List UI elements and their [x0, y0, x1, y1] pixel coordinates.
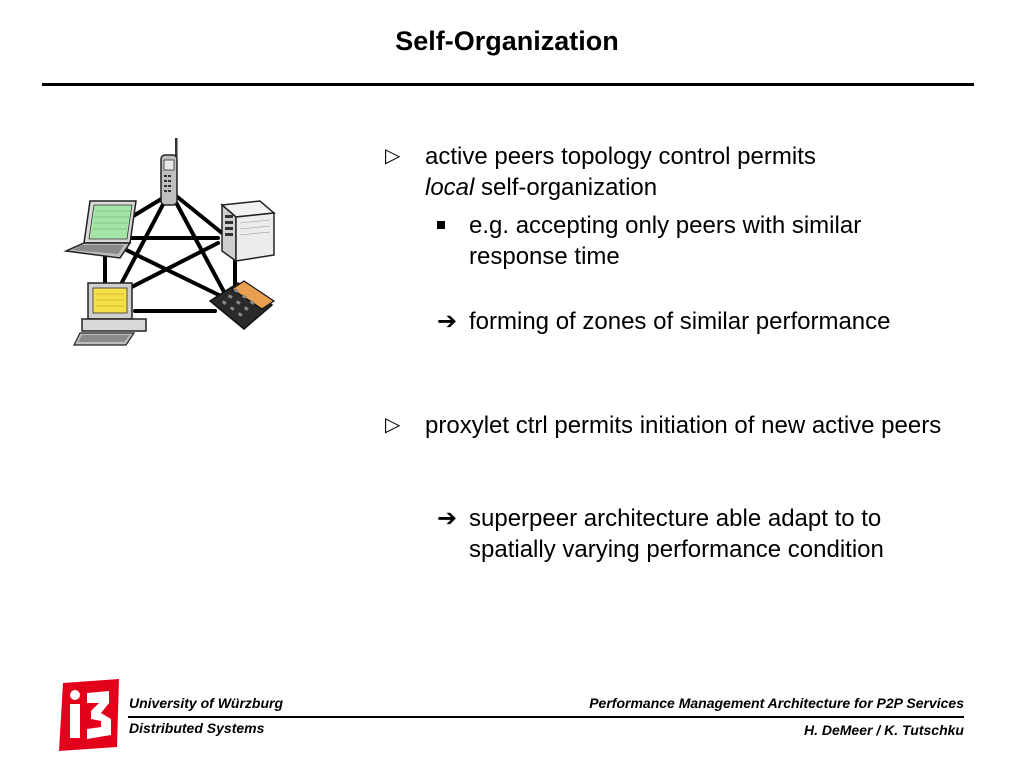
arrow-right-icon: ➔ [437, 505, 458, 532]
footer-divider [128, 716, 964, 718]
link-phone-server [173, 193, 224, 235]
mobile-phone-icon [160, 138, 178, 206]
triangle-bullet-icon: ▷ [385, 414, 401, 436]
laptop-icon [63, 200, 137, 259]
bullet-1-line1: active peers topology control permits [425, 143, 816, 170]
arrow-item-1-text: forming of zones of similar performance [469, 308, 891, 335]
bullet-2-text: proxylet ctrl permits initiation of new … [425, 412, 942, 439]
bullet-1-text: active peers topology control permits lo… [425, 141, 945, 203]
footer-course-title: Performance Management Architecture for … [589, 695, 964, 711]
title-divider [42, 83, 974, 86]
arrow-item-2-text: superpeer architecture able adapt to to … [469, 505, 884, 563]
sub-bullet-1-text: e.g. accepting only peers with similar r… [469, 212, 862, 270]
link-server-pc [118, 241, 220, 295]
footer-department: Distributed Systems [129, 720, 265, 736]
bullet-1-line2: self-organization [474, 174, 658, 201]
link-phone-fax [170, 193, 232, 305]
i3-logo-icon [59, 679, 119, 751]
footer-authors: H. DeMeer / K. Tutschku [803, 722, 964, 738]
server-tower-icon [220, 200, 276, 263]
footer-university: University of Würzburg [129, 695, 284, 711]
desktop-pc-icon [73, 282, 147, 346]
bullet-1-local: local [425, 174, 475, 201]
square-bullet-icon [437, 221, 445, 229]
arrow-right-icon: ➔ [437, 308, 458, 335]
desk-phone-icon [208, 280, 276, 330]
triangle-bullet-icon: ▷ [385, 145, 401, 167]
slide-title: Self-Organization [395, 26, 619, 56]
peer-network-diagram [63, 138, 276, 346]
